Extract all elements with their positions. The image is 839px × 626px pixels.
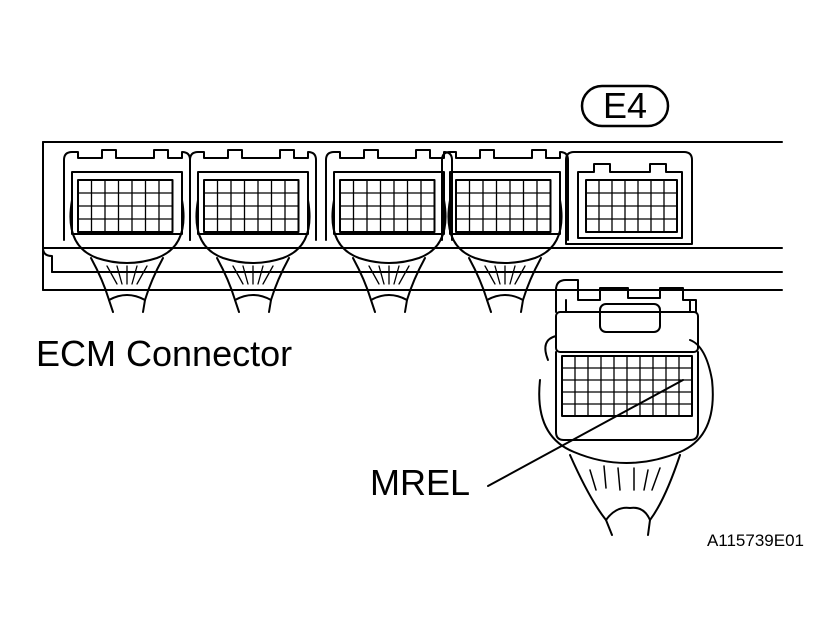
figure-code: A115739E01 [707,531,804,550]
ecm-cable-3 [352,257,426,313]
connector-id-text: E4 [603,85,647,126]
e4-plug [538,279,714,536]
ecm-cable-4 [468,257,542,313]
ecm-housing-4 [441,149,569,264]
ecm-housing-terminal-grid [203,179,300,233]
ecm-cable-1 [90,257,164,313]
ecm-header-housings [63,149,693,264]
mrel-label: MREL [370,462,470,503]
ecm-housing-1 [63,149,191,264]
ecm-cable-2 [216,257,290,313]
mrel-callout: MREL [370,379,684,503]
ecm-housing-5 [565,151,693,245]
ecm-housing-terminal-grid [339,179,436,233]
ecm-housing-3 [325,149,453,264]
ecm-housing-terminal-grid [77,179,174,233]
e4-plug-cell-grid [561,355,693,417]
ecm-connector-label: ECM Connector [36,333,292,374]
connector-id-badge: E4 [580,84,670,128]
e4-plug-terminal-grid [561,355,693,417]
ecm-cable-bundles [90,257,542,313]
ecm-housing-5-terminal-grid [585,179,678,233]
ecm-body [42,141,783,291]
ecm-housing-terminal-grid [455,179,552,233]
ecm-housing-2 [189,149,317,264]
